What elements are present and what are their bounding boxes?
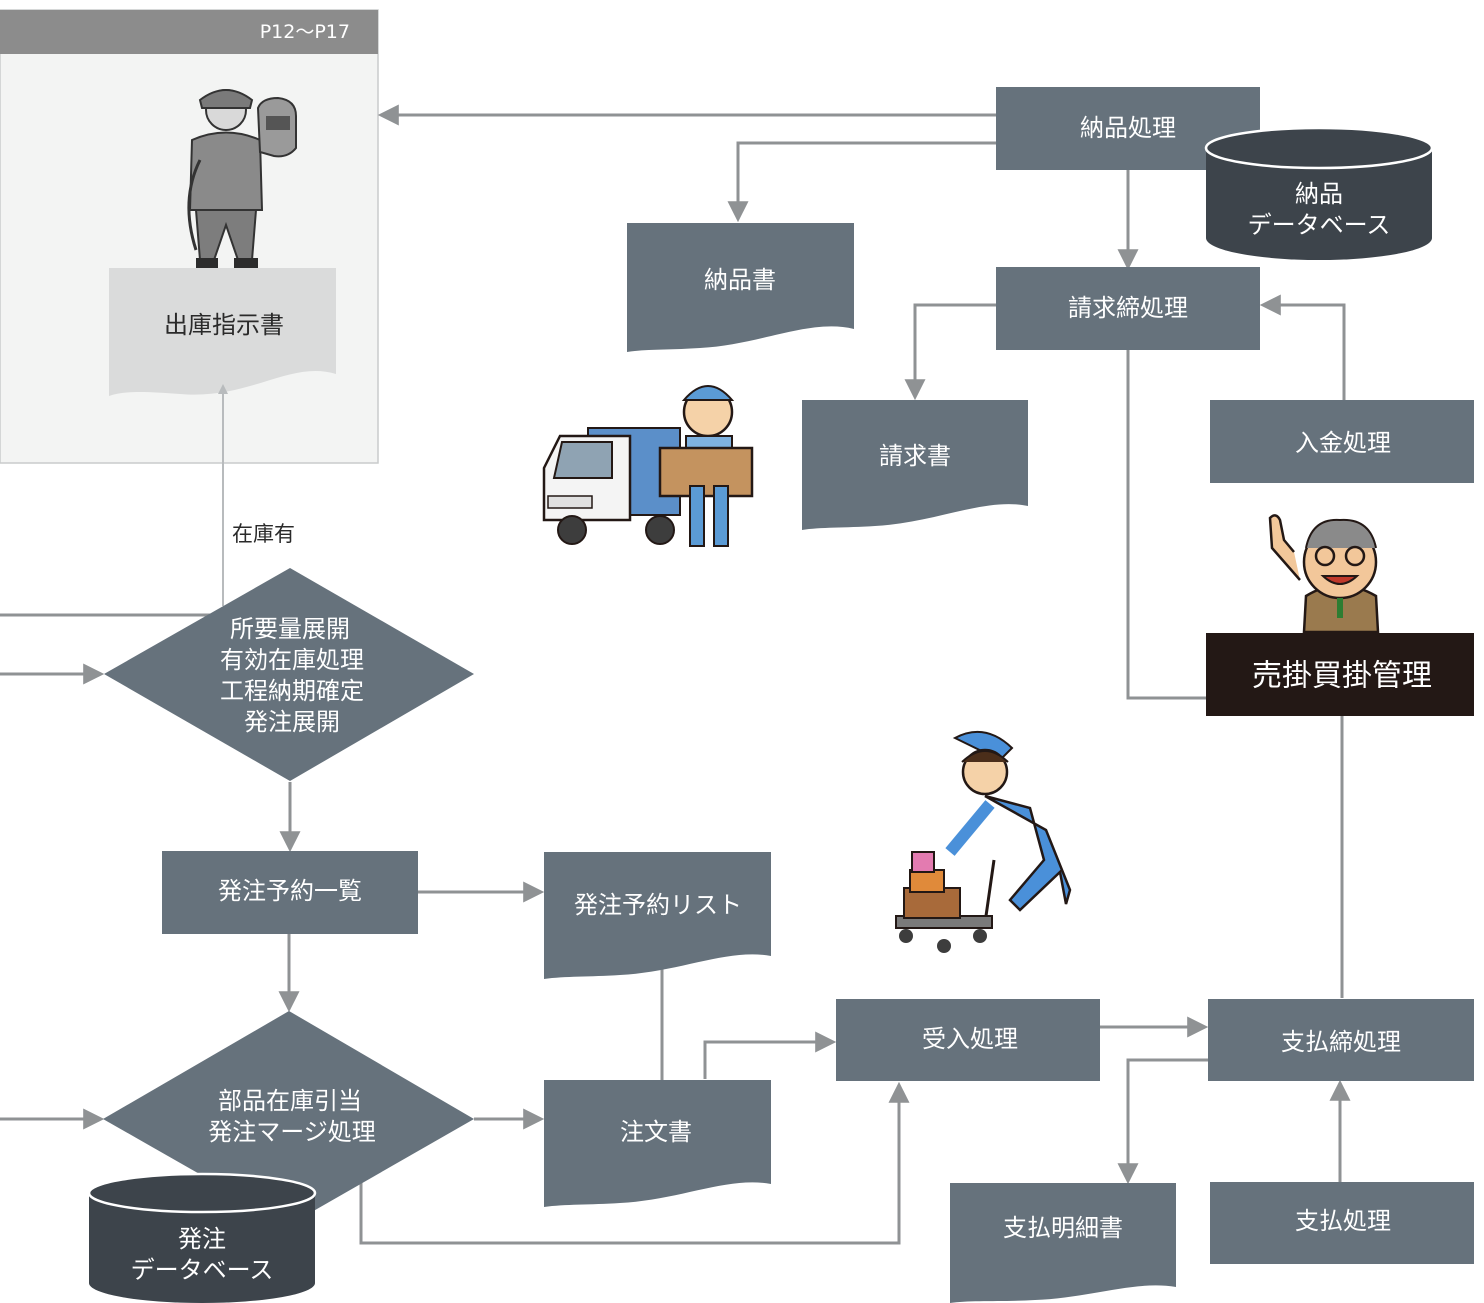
payment-receipt-label: 入金処理 [1295, 429, 1391, 457]
manager-pointing-icon [1268, 514, 1380, 634]
shipping-instruction-label: 出庫指示書 [164, 311, 284, 339]
ar-ap-management-node: 売掛買掛管理 [1206, 633, 1474, 716]
payment-process-label: 支払処理 [1295, 1207, 1391, 1235]
allocation-line-1: 部品在庫引当 [218, 1087, 362, 1115]
order-reservation-doc-label: 発注予約リスト [574, 891, 742, 919]
payment-close-node: 支払締処理 [1208, 999, 1474, 1081]
payment-close-label: 支払締処理 [1281, 1028, 1401, 1056]
delivery-db-label-1: 納品 [1295, 180, 1343, 208]
delivery-db-label-2: データベース [1248, 211, 1391, 239]
connectors [0, 104, 1351, 1245]
delivery-note-label: 納品書 [704, 266, 776, 294]
page-reference-label: P12〜P17 [260, 21, 350, 43]
requirement-line-4: 発注展開 [244, 708, 340, 736]
shipping-instruction-doc: 出庫指示書 [109, 268, 336, 396]
billing-close-node: 請求締処理 [996, 267, 1260, 350]
requirement-decision-node: 所要量展開 有効在庫処理 工程納期確定 発注展開 [104, 568, 474, 781]
payment-receipt-node: 入金処理 [1210, 400, 1474, 483]
invoice-doc: 請求書 [802, 400, 1028, 530]
purchase-order-label: 注文書 [620, 1118, 692, 1146]
purchase-order-doc: 注文書 [544, 1080, 771, 1207]
delivery-truck-courier-icon [542, 385, 754, 547]
worker-pushing-cart-icon [895, 731, 1072, 953]
order-reservation-doc: 発注予約リスト [544, 852, 771, 979]
requirement-line-3: 工程納期確定 [220, 677, 364, 705]
receiving-node: 受入処理 [836, 999, 1100, 1081]
order-reservation-list-node: 発注予約一覧 [162, 851, 418, 934]
order-db-label-2: データベース [131, 1256, 274, 1284]
order-database: 発注 データベース [87, 1172, 317, 1303]
requirement-line-1: 所要量展開 [230, 615, 350, 643]
receiving-label: 受入処理 [922, 1025, 1018, 1053]
order-db-label-1: 発注 [178, 1225, 226, 1253]
requirement-line-2: 有効在庫処理 [220, 646, 364, 674]
delivery-process-label: 納品処理 [1080, 114, 1176, 142]
payment-process-node: 支払処理 [1210, 1182, 1474, 1264]
order-reservation-list-label: 発注予約一覧 [218, 877, 362, 905]
reference-panel: P12〜P17 出庫指示書 [0, 9, 379, 464]
delivery-database: 納品 データベース [1204, 126, 1434, 260]
ar-ap-management-label: 売掛買掛管理 [1252, 659, 1432, 694]
in-stock-label: 在庫有 [232, 522, 295, 546]
billing-close-label: 請求締処理 [1068, 294, 1188, 322]
allocation-line-2: 発注マージ処理 [208, 1118, 376, 1146]
invoice-label: 請求書 [879, 442, 951, 470]
payment-statement-label: 支払明細書 [1003, 1214, 1123, 1242]
payment-statement-doc: 支払明細書 [950, 1183, 1176, 1303]
allocation-decision-node: 部品在庫引当 発注マージ処理 [103, 1011, 474, 1225]
delivery-note-doc: 納品書 [627, 223, 854, 352]
